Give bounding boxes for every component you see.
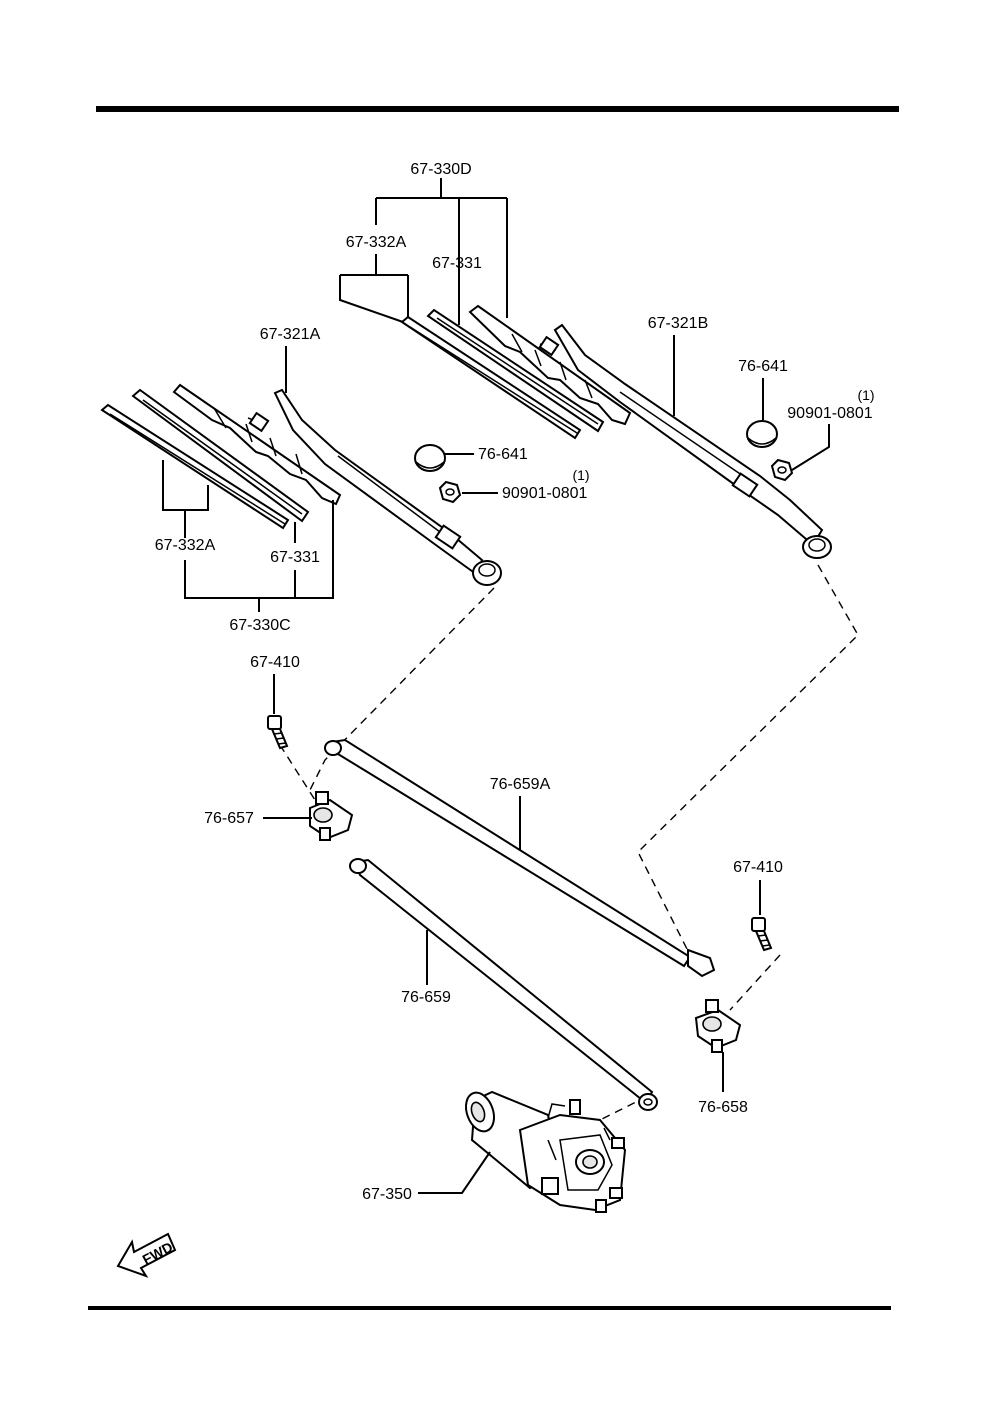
callout-67-321a: 67-321A	[260, 326, 321, 393]
link-rod-long	[324, 738, 716, 978]
bolt-left	[267, 715, 289, 750]
label-76-659: 76-659	[401, 989, 451, 1006]
label-90901-0801-left: 90901-0801	[502, 485, 588, 502]
callout-76-658: 76-658	[698, 1052, 748, 1116]
assembly-alignment-lines	[279, 564, 859, 1126]
label-67-331-d: 67-331	[432, 255, 482, 272]
refill-element-d	[400, 315, 582, 440]
label-67-321b: 67-321B	[648, 315, 709, 332]
link-rod-short	[349, 858, 658, 1111]
label-67-331-c: 67-331	[270, 549, 320, 566]
callout-67-410-left: 67-410	[250, 654, 300, 714]
wiper-blade-assembly-d	[400, 304, 632, 440]
callout-76-641-left: 76-641	[445, 446, 528, 463]
callout-90901-0801-right: (1) 90901-0801	[787, 387, 875, 471]
bottom-rule	[88, 1306, 891, 1310]
label-qty-left: (1)	[572, 467, 589, 483]
label-67-410-right: 67-410	[733, 859, 783, 876]
callout-67-321b: 67-321B	[648, 315, 709, 416]
top-rule	[96, 106, 899, 112]
label-67-330c: 67-330C	[229, 617, 290, 634]
label-67-410-left: 67-410	[250, 654, 300, 671]
cap-right	[746, 420, 778, 448]
label-76-641-right: 76-641	[738, 358, 788, 375]
callout-76-641-right: 76-641	[738, 358, 788, 420]
callout-67-330d: 67-330D	[375, 161, 508, 325]
blade-yoke-c	[172, 383, 342, 506]
callout-67-330c: 67-330C	[184, 500, 334, 634]
label-76-659a: 76-659A	[490, 776, 551, 793]
callout-76-657: 76-657	[204, 810, 312, 827]
label-67-350: 67-350	[362, 1186, 412, 1203]
label-76-657: 76-657	[204, 810, 254, 827]
nut-right	[770, 458, 794, 482]
label-67-330d: 67-330D	[410, 161, 471, 178]
pivot-right	[694, 999, 742, 1053]
callout-67-332a-c: 67-332A	[155, 460, 216, 554]
label-67-332a-d: 67-332A	[346, 234, 407, 251]
callout-67-350: 67-350	[362, 1151, 491, 1203]
forward-direction-arrow-icon: FWD	[116, 1232, 177, 1278]
cap-left	[414, 444, 446, 472]
callout-76-659: 76-659	[401, 930, 451, 1006]
bolt-right	[751, 917, 773, 952]
callout-67-410-right: 67-410	[733, 859, 783, 915]
callout-76-659a: 76-659A	[490, 776, 551, 850]
wiper-blade-assembly-c	[100, 383, 342, 530]
callout-90901-0801-left: (1) 90901-0801	[462, 467, 590, 502]
label-76-658: 76-658	[698, 1099, 748, 1116]
label-67-321a: 67-321A	[260, 326, 321, 343]
pivot-left	[309, 791, 354, 841]
wiper-arm-right	[553, 323, 832, 559]
nut-left	[438, 480, 462, 504]
callout-67-331-c: 67-331	[270, 522, 320, 566]
blade-yoke-d	[468, 304, 632, 426]
callout-67-331-d: 67-331	[432, 255, 482, 272]
label-qty-right: (1)	[857, 387, 874, 403]
label-67-332a-c: 67-332A	[155, 537, 216, 554]
wiper-arm-left	[273, 388, 502, 586]
wiper-motor	[464, 1090, 627, 1213]
callout-67-332a-d: 67-332A	[339, 234, 409, 323]
label-90901-0801-right: 90901-0801	[787, 405, 873, 422]
label-76-641-left: 76-641	[478, 446, 528, 463]
